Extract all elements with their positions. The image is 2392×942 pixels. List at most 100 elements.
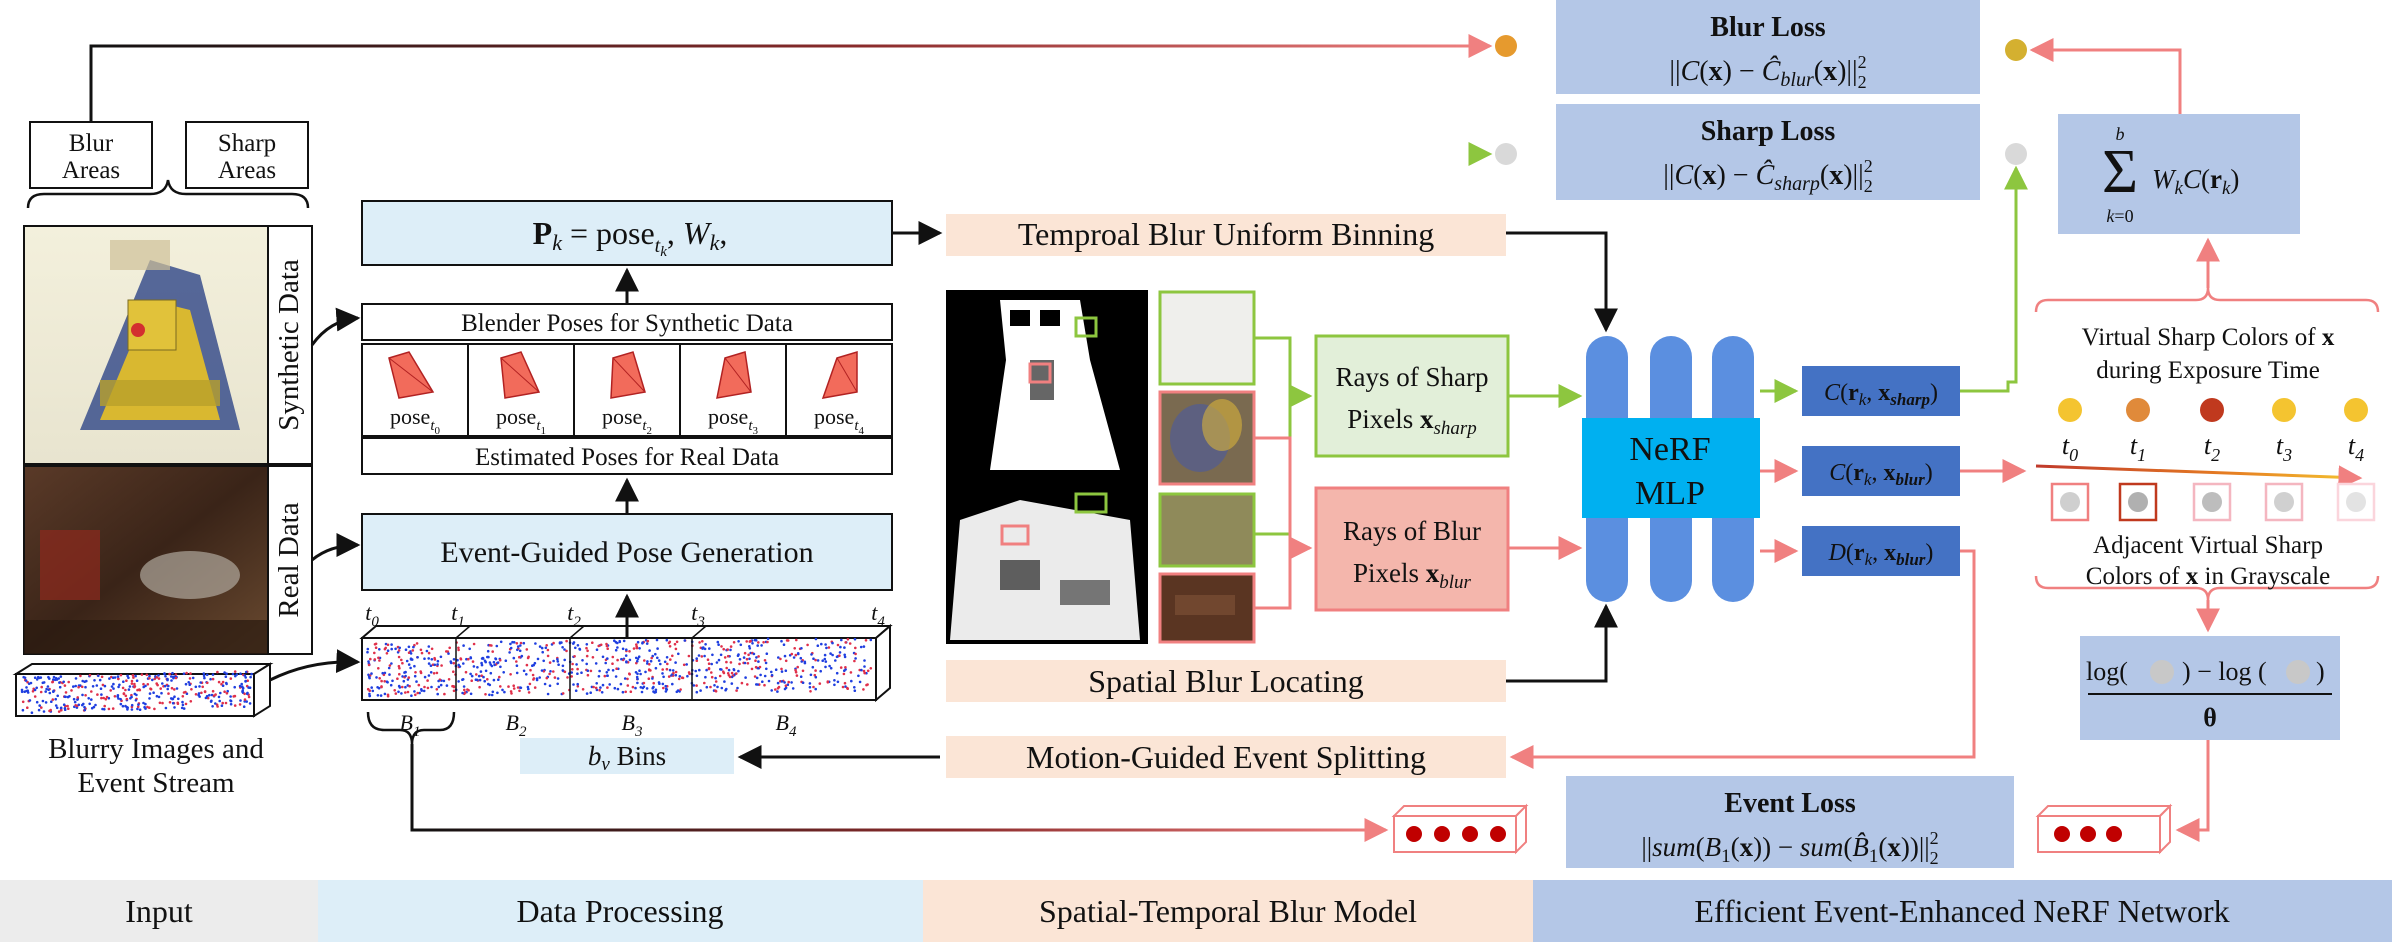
- svg-text:Areas: Areas: [218, 157, 276, 184]
- svg-text:Rays of Blur: Rays of Blur: [1343, 516, 1481, 546]
- bin-label-3: B4: [776, 710, 797, 740]
- patch-blur-2: [1158, 572, 1256, 644]
- pose-label-2: poset2: [602, 404, 652, 437]
- temporal-binning-box: Temproal Blur Uniform Binning: [946, 214, 1506, 256]
- svg-text:Virtual Sharp Colors of x: Virtual Sharp Colors of x: [2082, 324, 2335, 351]
- blur-rays-box: Rays of Blur Pixels xblur: [1314, 486, 1510, 612]
- pose-label-1: poset1: [496, 404, 546, 437]
- virtual-color-dot-1: [2126, 398, 2150, 422]
- real-data-label: Real Data: [273, 502, 305, 617]
- time-label-1: t1: [451, 600, 465, 630]
- event-splitting-box: Motion-Guided Event Splitting: [946, 736, 1506, 778]
- output-sharp-box: C(rk, xsharp): [1802, 366, 1960, 416]
- poses-panel: Blender Poses for Synthetic Data poset0p…: [361, 303, 893, 475]
- event-dots-small: [20, 670, 253, 714]
- virtual-time-1: t1: [2130, 431, 2146, 465]
- virtual-time-2: t2: [2204, 431, 2220, 465]
- svg-text:WkC(rk): WkC(rk): [2152, 164, 2239, 199]
- svg-text:Areas: Areas: [62, 157, 120, 184]
- output-blur-box: C(rk, xblur): [1802, 446, 1960, 496]
- synthetic-data-label: Synthetic Data: [273, 259, 305, 431]
- footer-input-band: [0, 880, 318, 942]
- svg-text:Rays of Sharp: Rays of Sharp: [1336, 362, 1489, 392]
- svg-text:Sharp: Sharp: [218, 130, 276, 157]
- gray-swatch-1: [2118, 482, 2158, 522]
- virtual-color-dot-0: [2058, 398, 2082, 422]
- virtual-time-0: t0: [2062, 431, 2078, 465]
- svg-text:||C(x) − Ĉsharp(x)||22: ||C(x) − Ĉsharp(x)||22: [1663, 156, 1873, 196]
- pose-label-3: poset3: [708, 404, 759, 437]
- event-stream-cube: [12, 662, 274, 718]
- time-label-3: t3: [691, 600, 705, 630]
- svg-text:Motion-Guided Event Splitting: Motion-Guided Event Splitting: [1026, 739, 1426, 775]
- virtual-color-dot-4: [2344, 398, 2368, 422]
- virtual-time-labels: t0 t1 t2 t3 t4: [2062, 431, 2364, 465]
- svg-text:||sum(B1(x)) − sum(B̂1(x))||22: ||sum(B1(x)) − sum(B̂1(x))||22: [1641, 828, 1938, 868]
- blur-loss-dot-left: [1495, 35, 1517, 57]
- event-voxel-bar: [359, 623, 893, 703]
- event-pose-generation-box: Event-Guided Pose Generation: [361, 513, 893, 591]
- spatial-locating-box: Spatial Blur Locating: [946, 660, 1506, 702]
- output-depth-box: D(rk, xblur): [1802, 526, 1960, 576]
- svg-text:D(rk, xblur): D(rk, xblur): [1828, 540, 1934, 569]
- footer-processing-label: Data Processing: [516, 893, 723, 929]
- svg-text:): ): [2316, 657, 2325, 686]
- svg-text:Blur: Blur: [69, 130, 114, 157]
- virtual-color-dot-2: [2200, 398, 2224, 422]
- svg-text:Pk = posetk, Wk,: Pk = posetk, Wk,: [533, 215, 728, 260]
- bins-box: bv Bins: [520, 738, 734, 775]
- footer-network-band: [1533, 880, 2392, 942]
- svg-text:bv Bins: bv Bins: [588, 741, 666, 775]
- footer-blur-model-label: Spatial-Temporal Blur Model: [1039, 893, 1417, 929]
- svg-text:Spatial Blur Locating: Spatial Blur Locating: [1088, 663, 1364, 699]
- time-label-0: t0: [365, 600, 379, 630]
- virtual-time-4: t4: [2348, 431, 2364, 465]
- svg-text:Adjacent Virtual Sharp: Adjacent Virtual Sharp: [2093, 532, 2323, 559]
- svg-text:Blur Loss: Blur Loss: [1710, 12, 1826, 43]
- footer-network-label: Efficient Event-Enhanced NeRF Network: [1694, 893, 2229, 929]
- svg-text:b: b: [2116, 124, 2125, 144]
- grayscale-swatches: [2050, 482, 2376, 522]
- svg-text:Σ: Σ: [2102, 138, 2138, 206]
- event-voxel-right: [2035, 803, 2173, 855]
- pose-label-4: poset4: [814, 404, 865, 437]
- gray-swatch-2: [2192, 482, 2232, 522]
- svg-text:Temproal Blur Uniform Binning: Temproal Blur Uniform Binning: [1018, 216, 1434, 252]
- svg-text:MLP: MLP: [1635, 475, 1705, 512]
- svg-text:Event-Guided Pose Generation: Event-Guided Pose Generation: [440, 536, 813, 569]
- virtual-color-dot-3: [2272, 398, 2296, 422]
- svg-text:||C(x) − Ĉblur(x)||22: ||C(x) − Ĉblur(x)||22: [1669, 52, 1866, 92]
- areas-brace: [26, 179, 310, 209]
- event-loss-box: Event Loss ||sum(B1(x)) − sum(B̂1(x))||2…: [1566, 776, 2014, 868]
- event-dots-big: [366, 637, 873, 698]
- blender-poses-label: Blender Poses for Synthetic Data: [461, 310, 793, 337]
- blur-loss-dot-right: [2005, 39, 2027, 61]
- sharp-loss-dot-right: [2005, 143, 2027, 165]
- svg-text:θ: θ: [2203, 703, 2217, 732]
- svg-text:Sharp Loss: Sharp Loss: [1701, 116, 1836, 147]
- blur-mask-image: [946, 290, 1148, 644]
- sharp-loss-dot-left: [1495, 143, 1517, 165]
- footer-input-label: Input: [125, 893, 193, 929]
- virtual-time-3: t3: [2276, 431, 2292, 465]
- bin-label-2: B3: [622, 710, 643, 740]
- virtual-colors-panel: Virtual Sharp Colors of x during Exposur…: [2034, 287, 2380, 601]
- svg-text:Event Loss: Event Loss: [1724, 788, 1856, 819]
- patch-blur-1: [1158, 390, 1256, 486]
- synthetic-image: Synthetic Data: [23, 225, 313, 465]
- real-image: Real Data: [23, 465, 313, 655]
- sum-formula-box: b Σ k=0 WkC(rk): [2058, 114, 2300, 234]
- patch-sharp-2: [1158, 492, 1256, 568]
- blur-areas-box: Blur Areas: [29, 121, 153, 189]
- footer-processing-band: [318, 880, 923, 942]
- footer-blur-model-band: [923, 880, 1533, 942]
- svg-text:NeRF: NeRF: [1629, 431, 1710, 468]
- svg-text:Colors of x in Grayscale: Colors of x in Grayscale: [2086, 563, 2330, 590]
- time-label-2: t2: [567, 600, 581, 630]
- estimated-poses-label: Estimated Poses for Real Data: [475, 444, 779, 471]
